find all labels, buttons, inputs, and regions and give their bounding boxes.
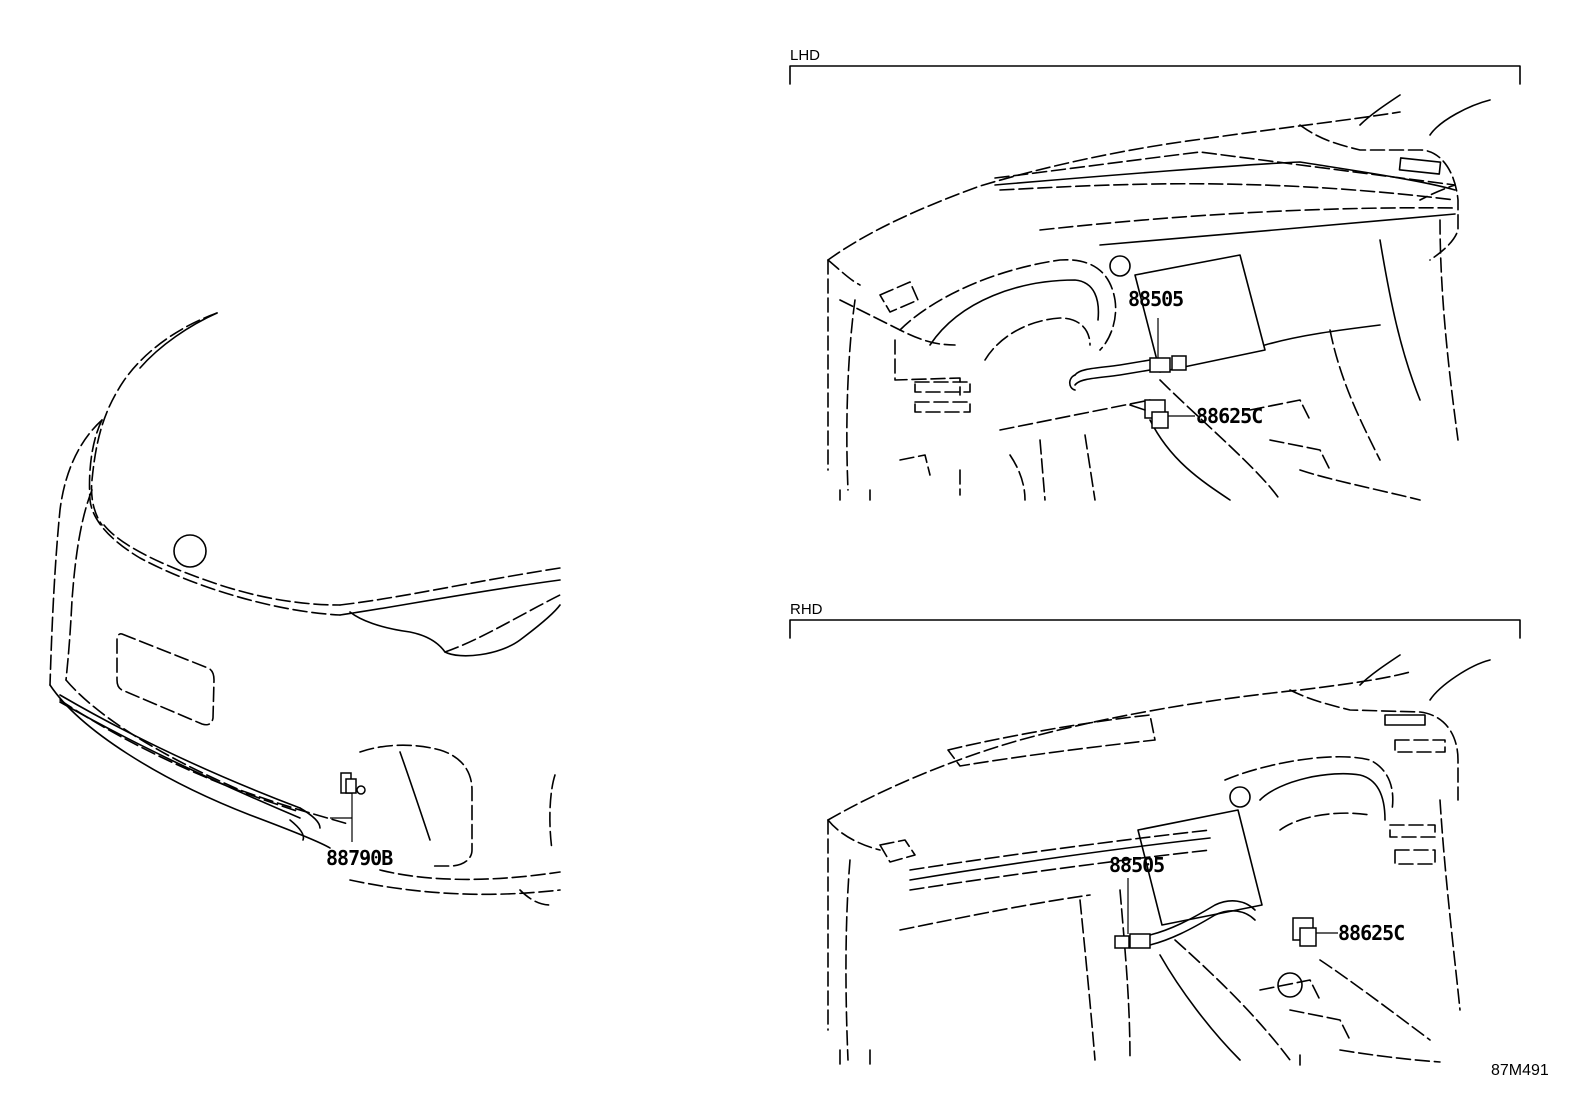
license-plate xyxy=(116,633,215,726)
callout-rhd-88505: 88505 xyxy=(1109,853,1164,877)
rhd-sensor-part xyxy=(1292,917,1338,947)
callout-lhd-88625c: 88625C xyxy=(1196,404,1262,428)
lhd-view: LHD xyxy=(789,47,1521,501)
lhd-sensor-part xyxy=(1129,399,1195,429)
drawing-id: 87M491 xyxy=(1491,1062,1549,1079)
lhd-harness-part xyxy=(1068,318,1187,391)
callout-rhd-88625c: 88625C xyxy=(1338,921,1404,945)
rhd-harness-part xyxy=(1114,878,1256,949)
callout-88790b: 88790B xyxy=(326,846,393,870)
rhd-bracket xyxy=(789,619,1521,639)
front-bumper-view: 88790B xyxy=(49,312,561,906)
rhd-section-label: RHD xyxy=(790,601,823,618)
front-sensor-part xyxy=(330,772,366,842)
rhd-center-screen xyxy=(1137,809,1263,926)
callout-lhd-88505: 88505 xyxy=(1128,287,1183,311)
lhd-center-screen xyxy=(1134,254,1266,373)
rhd-view: RHD xyxy=(789,601,1521,1066)
lhd-bracket xyxy=(789,65,1521,85)
emblem-icon xyxy=(173,534,207,568)
lhd-section-label: LHD xyxy=(790,47,820,64)
